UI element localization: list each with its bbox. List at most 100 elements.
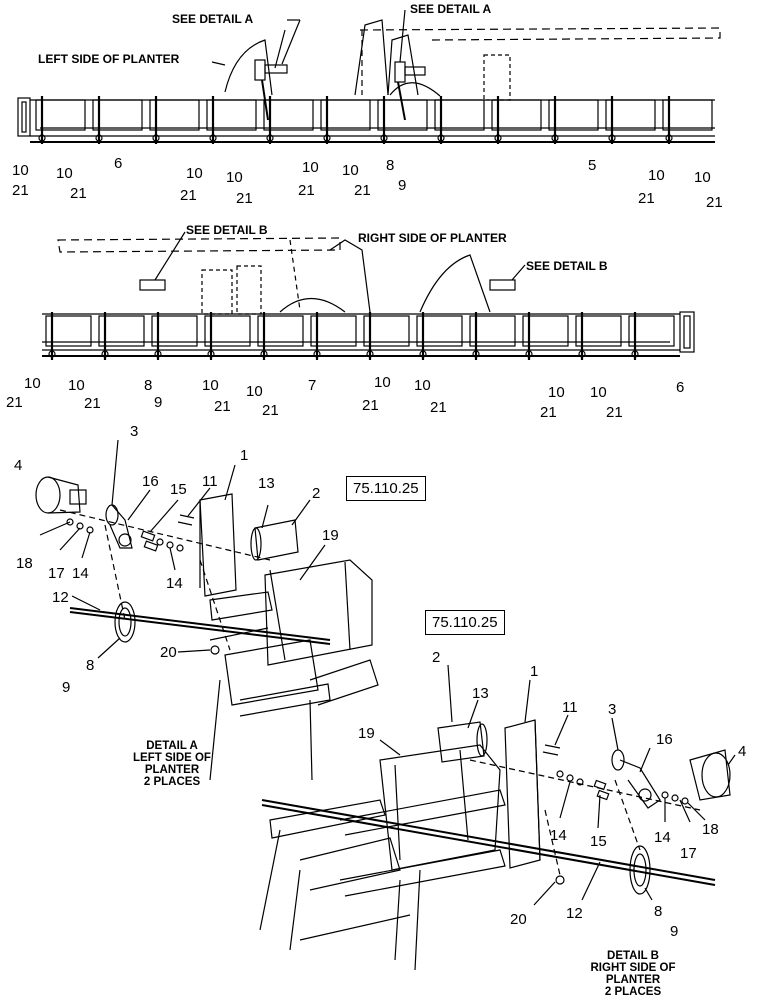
detail-b-drawing [259,664,736,971]
row-unit-bolt [608,134,616,142]
detail-a-line: PLANTER [144,764,200,777]
row-unit-bolt [419,350,427,358]
callout: 15 [590,833,607,850]
row-unit-bolt [631,350,639,358]
callout: 21 [354,182,371,199]
callout: 21 [180,187,197,204]
callout: 21 [12,182,29,199]
row-unit-bracket [377,99,428,131]
callout: 8 [654,903,663,920]
callout: 16 [142,473,159,490]
row-unit-bolt [525,350,533,358]
row-unit-bracket [469,315,516,347]
callout: 19 [322,527,339,544]
detail-b-line: PLANTER [605,974,661,987]
row-unit-bracket [434,99,485,131]
callout: 10 [68,377,85,394]
row-unit-bracket [605,99,656,131]
detail-a-line: DETAIL A [146,740,198,752]
callout: 11 [202,473,218,490]
reference-box: 75.110.25 [346,476,426,501]
callout: 14 [550,827,567,844]
callout: 10 [56,165,73,182]
row-unit-bracket [204,315,251,347]
callout: 12 [566,905,583,922]
callout: 10 [226,169,243,186]
callout: 13 [472,685,489,702]
row-unit-bracket [575,315,622,347]
callout: 7 [308,377,317,394]
callout: 8 [86,657,95,674]
row-unit-bolt [551,134,559,142]
callout: 6 [114,155,123,172]
callout: 3 [130,423,139,440]
callout: 10 [414,377,431,394]
callout: 2 [432,649,441,666]
callout: 6 [676,379,685,396]
callout: 20 [510,911,527,928]
callout: 4 [738,743,747,760]
callout: 9 [154,394,163,411]
row-unit-bracket [628,315,675,347]
row-unit-bracket [149,99,200,131]
callout: 1 [240,447,249,464]
row-unit-bracket [320,99,371,131]
detail-a-line: LEFT SIDE OF [133,752,211,765]
row-unit-bolt [578,350,586,358]
detail-b-line: RIGHT SIDE OF [590,962,676,975]
callout: 10 [648,167,665,184]
row-unit-bolt [323,134,331,142]
callout: 21 [262,402,279,419]
detail-a-title: DETAIL A LEFT SIDE OF PLANTER 2 PLACES [112,740,232,788]
callout: 21 [638,190,655,207]
row-unit-bolt [437,134,445,142]
callout: 3 [608,701,617,718]
row-unit-bracket [45,315,92,347]
callout: 21 [706,194,723,211]
callout: 2 [312,485,321,502]
row-unit-bracket [206,99,257,131]
callout: 10 [186,165,203,182]
row-unit-bolt [209,134,217,142]
row-unit-bolt [260,350,268,358]
row-unit-bolt [95,134,103,142]
row-unit-bolt [494,134,502,142]
detail-a-drawing [35,439,379,781]
left-side-toolbar-drawing [17,9,721,144]
reference-box: 75.110.25 [425,610,505,635]
row-unit-bracket [35,99,86,131]
callout: 21 [540,404,557,421]
row-unit-bolt [48,350,56,358]
callout: 12 [52,589,69,606]
see-detail-b-label: SEE DETAIL B [186,223,268,237]
row-unit-bracket [263,99,314,131]
row-unit-bolt [665,134,673,142]
right-side-toolbar-drawing [42,231,695,360]
callout: 10 [548,384,565,401]
row-unit-bolt [472,350,480,358]
callout: 17 [48,565,65,582]
callout: 10 [302,159,319,176]
row-unit-bolt [207,350,215,358]
see-detail-b-label: SEE DETAIL B [526,259,608,273]
callout: 20 [160,644,177,661]
callout: 21 [84,395,101,412]
detail-b-title: DETAIL B RIGHT SIDE OF PLANTER 2 PLACES [573,950,693,998]
callout: 14 [166,575,183,592]
callout: 14 [72,565,89,582]
row-unit-bracket [257,315,304,347]
row-unit-bolt [266,134,274,142]
callout: 10 [24,375,41,392]
callout: 10 [342,162,359,179]
callout: 8 [386,157,395,174]
callout: 21 [236,190,253,207]
detail-b-line: 2 PLACES [604,986,662,999]
callout: 21 [70,185,87,202]
left-side-caption: LEFT SIDE OF PLANTER [38,52,180,66]
row-unit-bracket [491,99,542,131]
callout: 9 [62,679,71,696]
callout: 1 [530,663,539,680]
detail-b-line: DETAIL B [607,950,659,962]
callout: 4 [14,457,23,474]
